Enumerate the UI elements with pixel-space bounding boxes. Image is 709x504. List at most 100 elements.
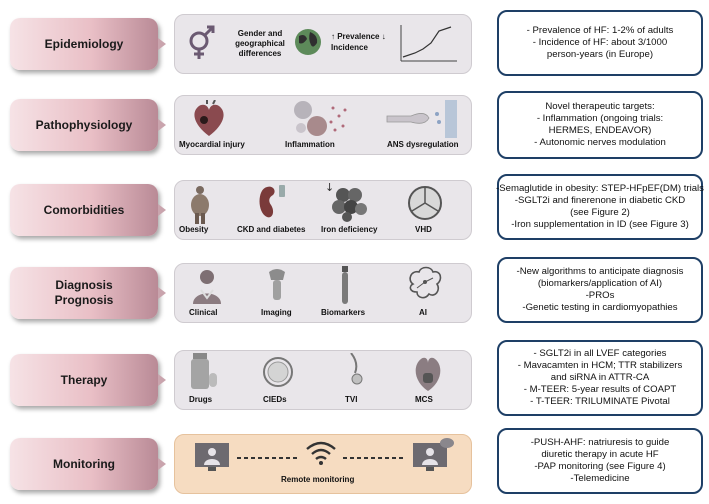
iron-molecule-icon: ↓ [325, 181, 367, 222]
info-line: Novel therapeutic targets: [545, 101, 655, 112]
globe-icon [295, 29, 321, 55]
info-lines: - Prevalence of HF: 1-2% of adults - Inc… [527, 25, 674, 61]
info-line: HERMES, ENDEAVOR) [548, 125, 652, 136]
info-line: - Incidence of HF: about 3/1000 [532, 37, 668, 48]
panel-diagnosis-prognosis: Clinical Imaging Biomarkers AI [174, 263, 472, 323]
test-tube-icon [342, 266, 348, 304]
label-obesity: Obesity [179, 225, 209, 234]
info-diagnosis-prognosis: -New algorithms to anticipate diagnosis … [497, 257, 703, 323]
info-lines: Novel therapeutic targets: - Inflammatio… [534, 101, 666, 149]
label-ai: AI [419, 308, 427, 317]
label-drugs: Drugs [189, 395, 213, 404]
label-mcs: MCS [415, 395, 433, 404]
arrow-therapy [158, 374, 166, 386]
svg-text:↓: ↓ [325, 181, 334, 194]
row-comorbidities: Comorbidities Obesity CKD and diabetes ↓… [0, 170, 709, 242]
label-myocardial-injury: Myocardial injury [179, 140, 245, 149]
row-epidemiology: Epidemiology Gender and geographical dif… [0, 4, 709, 76]
panel-comorbidities: Obesity CKD and diabetes ↓ Iron deficien… [174, 180, 472, 240]
info-line: (see Figure 2) [570, 207, 630, 218]
label-imaging: Imaging [261, 308, 292, 317]
category-line: Prognosis [54, 293, 114, 307]
label-cieds: CIEDs [263, 395, 287, 404]
arrow-diagnosis-prognosis [158, 287, 166, 299]
kidney-icon [259, 185, 285, 218]
info-line: -PUSH-AHF: natriuresis to guide [530, 437, 670, 448]
info-line: - T-TEER: TRILUMINATE Pivotal [530, 396, 670, 407]
panel-monitoring: Remote monitoring [174, 434, 472, 494]
brain-icon [409, 266, 442, 299]
info-line: (biomarkers/application of AI) [537, 278, 663, 289]
trend-chart-icon [400, 25, 457, 62]
row-pathophysiology: Pathophysiology Myocardial injury Inflam… [0, 87, 709, 159]
gender-symbol-icon [189, 25, 215, 59]
category-pathophysiology: Pathophysiology [10, 99, 158, 151]
info-line: -Genetic testing in cardiomyopathies [522, 302, 678, 313]
pacemaker-icon [263, 357, 293, 387]
info-lines: -PUSH-AHF: natriuresis to guide diuretic… [531, 437, 670, 485]
info-line: -Iron supplementation in ID (see Figure … [511, 219, 689, 230]
label-ckd-diabetes: CKD and diabetes [237, 225, 306, 234]
doctor-monitor-icon [413, 438, 454, 471]
info-comorbidities: -Semaglutide in obesity: STEP-HFpEF(DM) … [496, 174, 704, 240]
category-comorbidities: Comorbidities [10, 184, 158, 236]
person-obesity-icon [191, 186, 209, 224]
info-therapy: - SGLT2i in all LVEF categories - Mavaca… [497, 340, 703, 416]
pill-bottle-icon [191, 353, 217, 389]
info-epidemiology: - Prevalence of HF: 1-2% of adults - Inc… [497, 10, 703, 76]
label-iron-deficiency: Iron deficiency [321, 225, 378, 234]
info-line: person-years (in Europe) [546, 49, 654, 60]
label-remote-monitoring: Remote monitoring [281, 475, 355, 484]
info-line: - M-TEER: 5-year results of COAPT [523, 384, 677, 395]
info-lines: -New algorithms to anticipate diagnosis … [517, 266, 684, 314]
panel-pathophysiology: Myocardial injury Inflammation ANS dysre… [174, 95, 472, 155]
category-line: Diagnosis [55, 278, 113, 292]
info-monitoring: -PUSH-AHF: natriuresis to guide diuretic… [497, 428, 703, 494]
info-line: -PAP monitoring (see Figure 4) [534, 461, 666, 472]
info-pathophysiology: Novel therapeutic targets: - Inflammatio… [497, 91, 703, 159]
doctor-icon [193, 270, 221, 304]
heart-icon [194, 100, 224, 136]
arrow-pathophysiology [158, 119, 166, 131]
label-inflammation: Inflammation [285, 140, 335, 149]
catheter-icon [350, 353, 363, 385]
info-line: -SGLT2i and finerenone in diabetic CKD [514, 195, 686, 206]
category-monitoring: Monitoring [10, 438, 158, 490]
label-prevalence-incidence: ↑ Prevalence ↓ Incidence [331, 32, 386, 52]
info-line: - SGLT2i in all LVEF categories [533, 348, 667, 359]
label-tvi: TVI [345, 395, 358, 404]
info-line: - Inflammation (ongoing trials: [536, 113, 664, 124]
ultrasound-probe-icon [269, 269, 285, 300]
info-line: -PROs [585, 290, 615, 301]
info-line: and siRNA in ATTR-CA [550, 372, 650, 383]
arrow-monitoring [158, 458, 166, 470]
info-line: diuretic therapy in acute HF [541, 449, 659, 460]
wifi-icon [306, 441, 336, 465]
row-monitoring: Monitoring Remote monitoring [0, 424, 709, 496]
info-line: -Telemedicine [570, 473, 630, 484]
info-line: - Autonomic nerves modulation [534, 137, 666, 148]
label-gender-geography: Gender and geographical differences [235, 29, 285, 58]
info-lines: - SGLT2i in all LVEF categories - Mavaca… [518, 348, 683, 408]
label-ans-dysregulation: ANS dysregulation [387, 140, 459, 149]
lvad-icon [415, 357, 441, 391]
category-therapy: Therapy [10, 354, 158, 406]
patient-monitor-icon [195, 443, 229, 471]
info-line: -Semaglutide in obesity: STEP-HFpEF(DM) … [496, 183, 704, 194]
inflammation-cells-icon [294, 101, 347, 136]
label-vhd: VHD [415, 225, 432, 234]
info-line: - Prevalence of HF: 1-2% of adults [526, 25, 674, 36]
dashed-connector-left [237, 457, 299, 459]
nerve-synapse-icon [386, 100, 457, 138]
dashed-connector-right [343, 457, 405, 459]
label-biomarkers: Biomarkers [321, 308, 366, 317]
row-therapy: Therapy Drugs CIEDs TVI MCS - SGLT2i in … [0, 338, 709, 416]
panel-epidemiology: Gender and geographical differences ↑ Pr… [174, 14, 472, 74]
category-epidemiology: Epidemiology [10, 18, 158, 70]
info-line: -New algorithms to anticipate diagnosis [516, 266, 684, 277]
arrow-epidemiology [158, 38, 166, 50]
panel-therapy: Drugs CIEDs TVI MCS [174, 350, 472, 410]
label-clinical: Clinical [189, 308, 218, 317]
